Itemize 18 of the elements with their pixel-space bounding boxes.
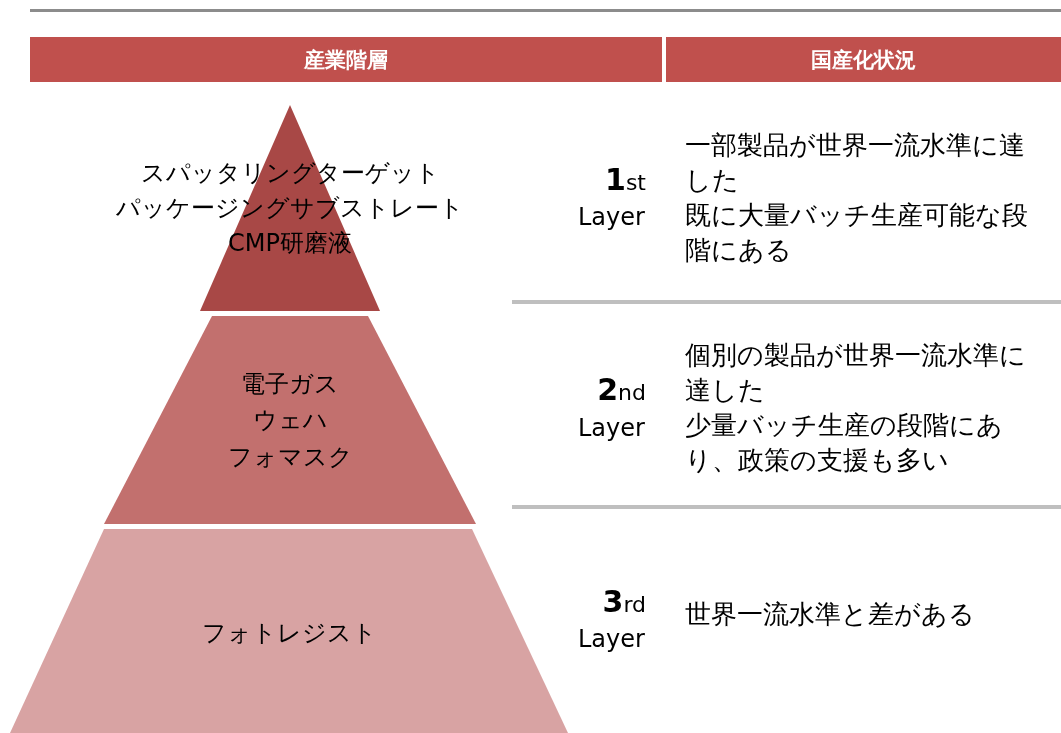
layer-label: Layer <box>578 203 645 231</box>
tier-label: ウェハ <box>251 406 329 434</box>
tier-label: CMP研磨液 <box>227 229 353 257</box>
status-text: 個別の製品が世界一流水準に達した <box>685 339 1027 407</box>
layer-number: 3rd <box>601 584 646 619</box>
layer-label: Layer <box>578 414 645 442</box>
tier-label: フォマスク <box>226 443 354 471</box>
column-header: 産業階層 <box>30 37 662 82</box>
column-header: 国産化状況 <box>666 37 1061 82</box>
tier-label: 電子ガス <box>240 370 340 398</box>
layer-number: 1st <box>604 162 646 197</box>
tier-label: フォトレジスト <box>200 619 378 647</box>
status-text: 既に大量バッチ生産可能な段階にある <box>685 199 1029 267</box>
status-text: 一部製品が世界一流水準に達した <box>685 129 1026 197</box>
status-text: 世界一流水準と差がある <box>685 598 976 631</box>
status-text: 少量バッチ生産の段階にあり、政策の支援も多い <box>685 409 1004 477</box>
layer-label: Layer <box>578 625 645 653</box>
layer-number: 2nd <box>596 372 646 407</box>
